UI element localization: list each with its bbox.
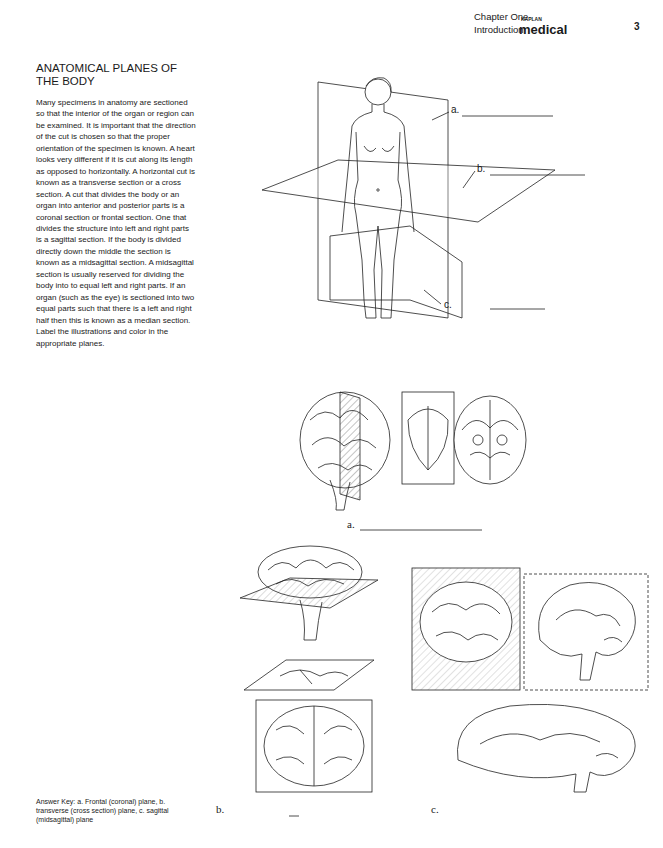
- section-label: Introduction: [474, 24, 524, 35]
- answer-key: Answer Key: a. Frontal (coronal) plane, …: [36, 798, 196, 824]
- body-paragraph: Many specimens in anatomy are sectioned …: [36, 97, 196, 349]
- page-number: 3: [634, 21, 640, 33]
- brand-small: KAPLAN: [521, 16, 542, 22]
- body-planes-figure: [262, 78, 585, 318]
- plane-letter: b.: [477, 163, 485, 175]
- brand-logo: medical: [519, 22, 567, 38]
- section-letter: a.: [347, 518, 355, 531]
- chapter-label: Chapter One: [474, 11, 528, 22]
- plane-letter: a.: [451, 104, 459, 116]
- section-letter: b.: [216, 803, 224, 816]
- plane-letter: c.: [444, 299, 452, 311]
- page-title: ANATOMICAL PLANES OF THE BODY: [36, 62, 201, 88]
- coronal-brain-row: [300, 392, 526, 530]
- transverse-brain-set: [240, 546, 378, 816]
- section-letter: c.: [431, 803, 439, 816]
- sagittal-brain-set: [412, 568, 648, 792]
